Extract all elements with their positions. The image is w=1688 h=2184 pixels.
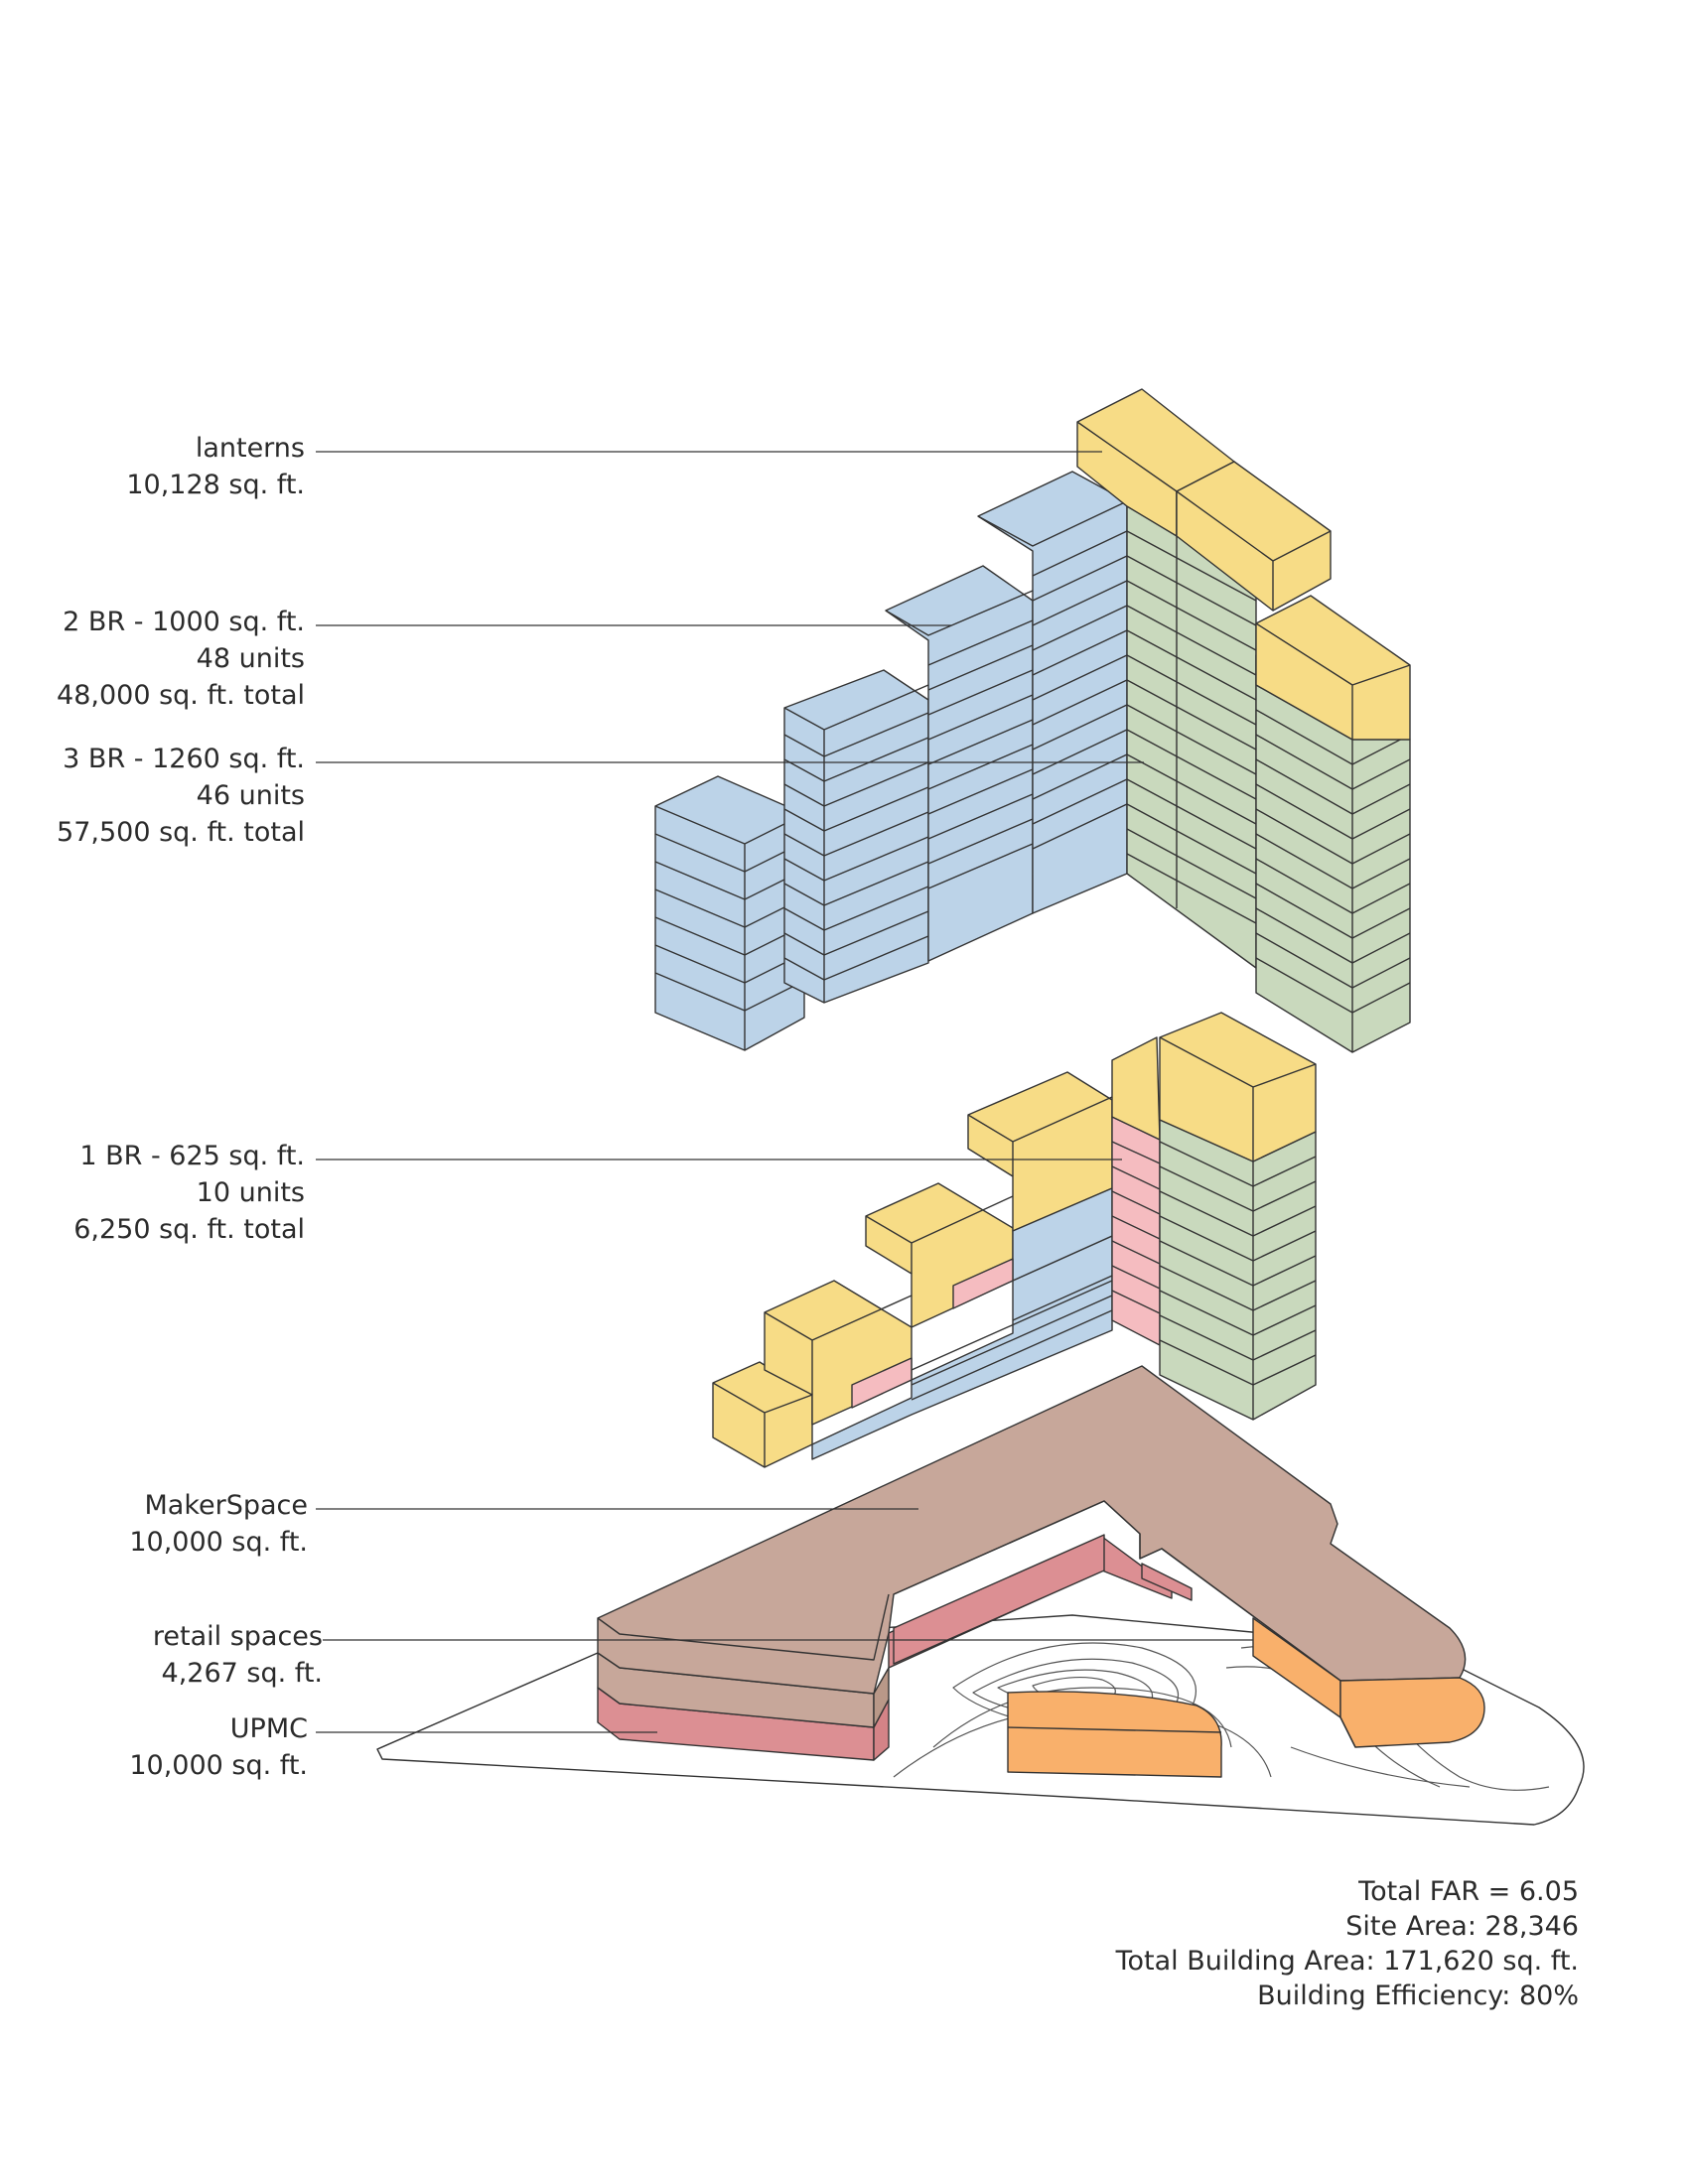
three-br-middle-tower <box>1159 1119 1317 1421</box>
label-makerspace: MakerSpace 10,000 sq. ft. <box>129 1487 308 1561</box>
label-lanterns-name: lanterns <box>195 433 305 464</box>
one-br-strip <box>1111 1116 1161 1346</box>
one-br-middle-b <box>952 1258 1014 1309</box>
retail-curve <box>1339 1677 1485 1748</box>
label-three-br-name: 3 BR - 1260 sq. ft. <box>63 744 305 774</box>
lantern-top-2 <box>1176 461 1332 612</box>
label-three-br-units: 46 units <box>196 780 305 811</box>
makerspace-roof <box>597 1365 1467 1695</box>
lantern-top-3 <box>1255 595 1411 741</box>
label-three-br-total: 57,500 sq. ft. total <box>57 817 305 848</box>
label-lanterns-area: 10,128 sq. ft. <box>126 470 305 500</box>
label-one-br: 1 BR - 625 sq. ft. 10 units 6,250 sq. ft… <box>73 1138 305 1248</box>
two-br-tower-1 <box>654 775 805 1051</box>
summary-building-area: Total Building Area: 171,620 sq. ft. <box>1115 1946 1579 1977</box>
one-br-middle-a <box>851 1357 913 1409</box>
label-one-br-name: 1 BR - 625 sq. ft. <box>79 1141 305 1171</box>
lantern-mid-top <box>1159 1012 1317 1162</box>
label-one-br-units: 10 units <box>196 1177 305 1208</box>
label-three-br: 3 BR - 1260 sq. ft. 46 units 57,500 sq. … <box>57 741 305 851</box>
label-upmc-area: 10,000 sq. ft. <box>129 1750 308 1781</box>
label-two-br-total: 48,000 sq. ft. total <box>57 680 305 711</box>
makerspace-band-side <box>873 1667 890 1728</box>
label-upmc: UPMC 10,000 sq. ft. <box>129 1710 308 1784</box>
label-two-br-name: 2 BR - 1000 sq. ft. <box>63 607 305 637</box>
label-two-br-units: 48 units <box>196 643 305 674</box>
summary-site-area: Site Area: 28,346 <box>1345 1911 1579 1942</box>
label-makerspace-area: 10,000 sq. ft. <box>129 1527 308 1558</box>
summary-efficiency: Building Efficiency: 80% <box>1257 1980 1579 2011</box>
label-one-br-total: 6,250 sq. ft. total <box>73 1214 305 1245</box>
label-retail-area: 4,267 sq. ft. <box>161 1658 323 1689</box>
label-lanterns: lanterns 10,128 sq. ft. <box>126 430 305 503</box>
label-retail: retail spaces 4,267 sq. ft. <box>153 1618 323 1692</box>
retail-south <box>1007 1691 1222 1778</box>
makerspace-roof-edge <box>597 1593 890 1661</box>
label-makerspace-name: MakerSpace <box>144 1490 308 1521</box>
label-upmc-name: UPMC <box>229 1713 308 1744</box>
summary-far: Total FAR = 6.05 <box>1358 1876 1579 1907</box>
label-retail-name: retail spaces <box>152 1621 323 1652</box>
summary-block: Total FAR = 6.05 Site Area: 28,346 Total… <box>1116 1874 1579 2013</box>
upmc-east-red <box>893 1534 1105 1665</box>
label-two-br: 2 BR - 1000 sq. ft. 48 units 48,000 sq. … <box>57 604 305 714</box>
